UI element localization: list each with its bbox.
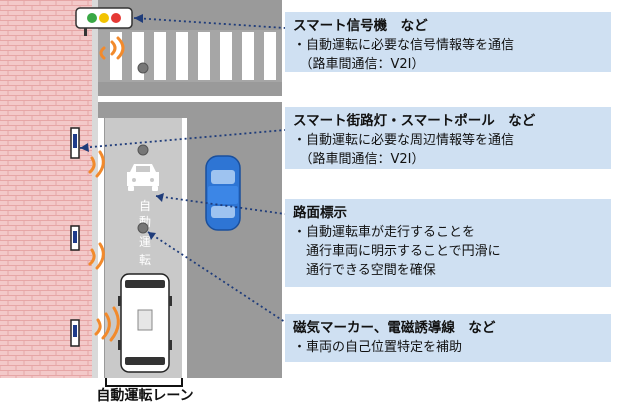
- magnetic-marker-icon: [137, 222, 149, 234]
- callout-line: ・自動運転車が走行することを: [293, 225, 476, 240]
- callout-line: 通行車両に明示することで円滑に: [293, 244, 501, 259]
- autonomous-bus-icon: [118, 273, 172, 373]
- callout-title: スマート信号機 など: [293, 18, 428, 34]
- callout-smart-pole: スマート街路灯・スマートポール など ・自動運転に必要な周辺情報等を通信 （路車…: [285, 107, 611, 169]
- road-marking-char: 転: [139, 253, 151, 267]
- crosswalk: [98, 30, 282, 82]
- callout-line: （路車間通信：V2I）: [293, 57, 425, 72]
- callout-line: ・自動運転に必要な周辺情報等を通信: [293, 133, 515, 148]
- road-marking-char: 自: [139, 199, 151, 213]
- callout-title: 磁気マーカー、電磁誘導線 など: [293, 320, 496, 336]
- road-marking-text: 自 動 運 転: [139, 199, 151, 267]
- lane-bracket: [105, 378, 183, 387]
- smart-pole-icon: [70, 225, 80, 251]
- callout-road-marking: 路面標示 ・自動運転車が走行することを 通行車両に明示することで円滑に 通行でき…: [285, 199, 611, 287]
- callout-title: 路面標示: [293, 205, 347, 221]
- callout-magnetic-marker: 磁気マーカー、電磁誘導線 など ・車両の自己位置特定を補助: [285, 314, 611, 362]
- leader-lines: [79, 17, 286, 323]
- brick-sidewalk: [0, 0, 92, 378]
- leader-arrows: [80, 14, 164, 240]
- traffic-signal-icon: [75, 7, 133, 36]
- callout-line: （路車間通信：V2I）: [293, 152, 425, 167]
- magnetic-marker-icon: [137, 144, 149, 156]
- blue-car-icon: [205, 155, 241, 231]
- callout-smart-signal: スマート信号機 など ・自動運転に必要な信号情報等を通信 （路車間通信：V2I）: [285, 12, 611, 72]
- callout-line: ・自動運転に必要な信号情報等を通信: [293, 38, 515, 53]
- magnetic-marker-icon: [137, 62, 149, 74]
- pole-wave-icon: [88, 150, 120, 342]
- callout-line: ・車両の自己位置特定を補助: [293, 340, 463, 355]
- smart-pole-icon: [70, 127, 80, 159]
- callout-title: スマート街路灯・スマートポール など: [293, 113, 536, 129]
- signal-wave-icon: [99, 36, 125, 60]
- lane-caption: 自動運転レーン: [96, 388, 194, 404]
- smart-pole-icon: [70, 319, 80, 347]
- road-marking-char: 運: [139, 235, 151, 249]
- callout-line: 通行できる空間を確保: [293, 263, 436, 278]
